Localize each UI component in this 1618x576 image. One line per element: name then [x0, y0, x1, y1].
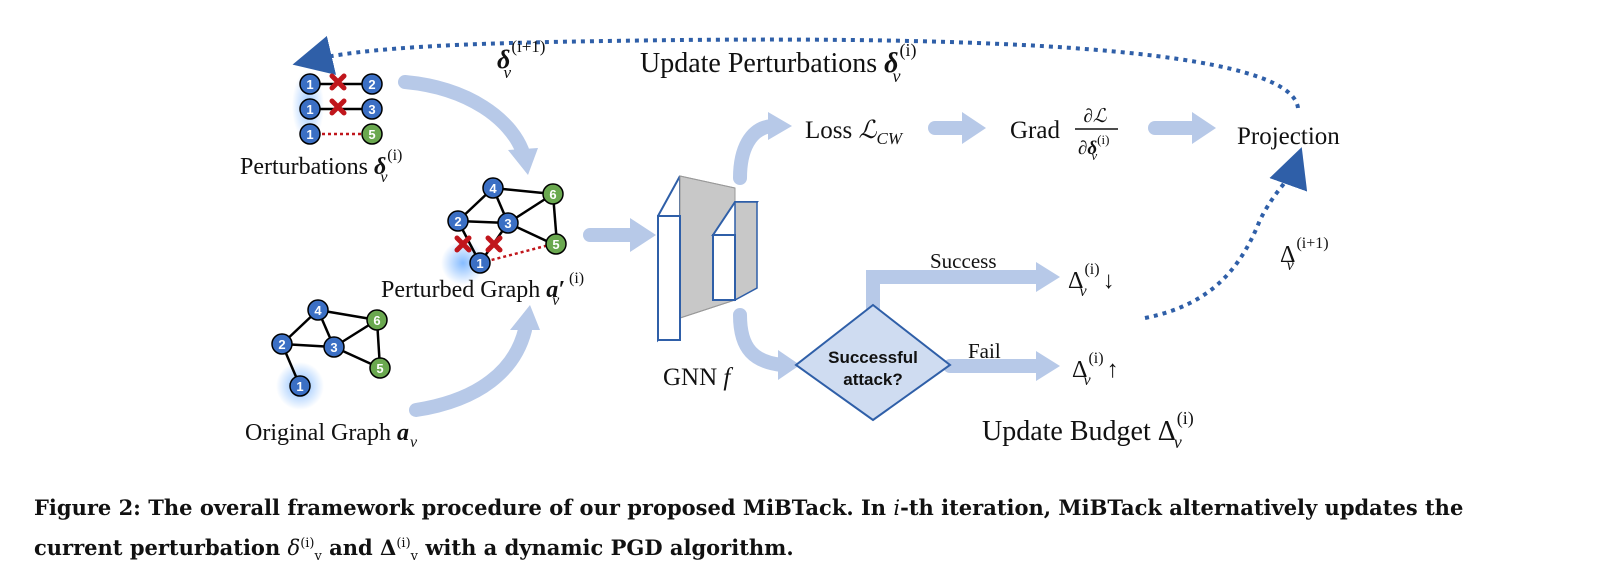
perturbations-panel: 1 2 1 3 1 5 — [292, 70, 383, 145]
framework-diagram: 1 2 1 3 1 5 — [240, 35, 1340, 452]
loss-label: Loss ℒCW — [805, 117, 904, 148]
perturbed-graph: 4 6 2 3 5 1 — [441, 177, 567, 285]
cross-icon — [329, 73, 347, 91]
gnn-to-diamond-arrow — [733, 308, 789, 372]
update-perturbations-dashed-arrow — [292, 35, 1300, 109]
node-label: 3 — [504, 216, 511, 231]
figure-caption: Figure 2: The overall framework procedur… — [34, 495, 1464, 565]
node-label: 2 — [368, 77, 375, 92]
successful-attack-diamond: Successful attack? — [794, 303, 952, 422]
diamond-label-line1: Successful — [828, 348, 918, 367]
node-label: 4 — [489, 181, 497, 196]
perturbations-label: Perturbations δ(i)v — [240, 147, 402, 186]
cross-icon — [454, 235, 503, 253]
grad-label: Grad — [1010, 117, 1060, 144]
original-graph-label: Original Graph av — [245, 420, 418, 451]
flow-arrowheads — [508, 112, 1216, 381]
original-to-perturbed-arrow — [409, 323, 532, 417]
node-label: 6 — [549, 187, 556, 202]
node-label: 1 — [306, 77, 313, 92]
node-label: 5 — [552, 237, 559, 252]
budget-increase-label: Δ(i)v↑ — [1072, 350, 1119, 389]
fail-label: Fail — [968, 339, 1001, 363]
diamond-to-success-arrow — [866, 270, 1047, 319]
delta-next-top-label: δ(i+1)v — [497, 37, 545, 82]
cross-icon — [329, 98, 347, 116]
node-label: 2 — [278, 337, 285, 352]
gnn-to-loss-arrow — [733, 119, 779, 185]
node-label: 5 — [368, 127, 375, 142]
budget-decrease-label: Δ(i)v↓ — [1068, 261, 1115, 300]
node-label: 3 — [330, 340, 337, 355]
success-label: Success — [930, 249, 997, 273]
flow-arrows — [398, 75, 1202, 417]
delta-next-right-label: Δ(i+1)v — [1280, 235, 1329, 274]
node-label: 5 — [376, 361, 383, 376]
node-label: 1 — [476, 256, 483, 271]
perturbed-graph-label: Perturbed Graph a′(i)v — [381, 270, 584, 309]
gnn-block — [657, 175, 759, 343]
budget-to-projection-dashed-arrow — [1144, 147, 1308, 320]
node-label: 1 — [306, 127, 313, 142]
node-label: 3 — [368, 102, 375, 117]
node-label: 4 — [314, 303, 322, 318]
node-label: 2 — [454, 214, 461, 229]
update-budget-label: Update Budget Δ(i)v — [982, 408, 1194, 452]
node-label: 1 — [306, 102, 313, 117]
node-label: 1 — [296, 379, 303, 394]
perturbations-to-graph-arrow — [398, 75, 529, 157]
projection-label: Projection — [1237, 123, 1340, 150]
grad-numerator: ∂ℒ — [1083, 106, 1107, 127]
original-graph: 4 6 2 3 5 1 — [271, 299, 391, 410]
gnn-label: GNN f — [663, 364, 733, 391]
node-label: 6 — [373, 313, 380, 328]
diamond-label-line2: attack? — [843, 370, 903, 389]
grad-denominator: ∂δ(i)v — [1078, 132, 1109, 163]
update-perturbations-label: Update Perturbations δ(i)v — [640, 40, 917, 86]
